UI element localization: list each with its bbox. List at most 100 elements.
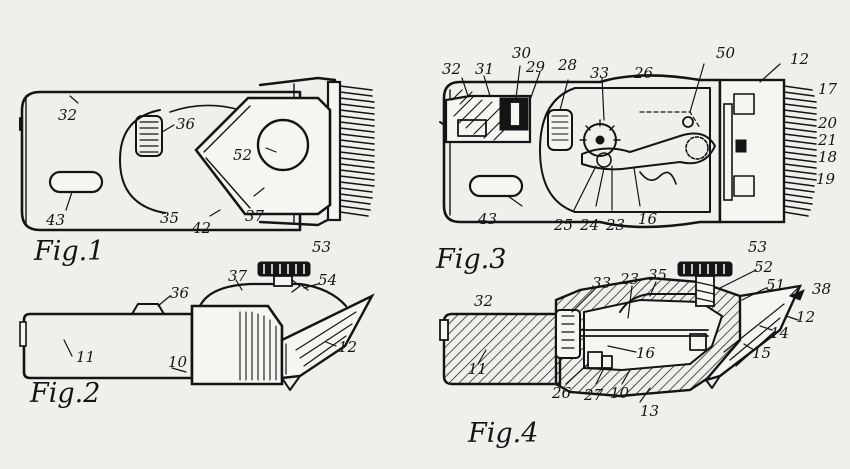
fig4-label-53: 53 — [748, 238, 767, 256]
fig3-label-25: 25 — [553, 216, 573, 234]
fig3-crank-pin — [596, 152, 612, 168]
fig2-label-12: 12 — [338, 338, 357, 356]
fig1-label-52: 52 — [233, 146, 252, 164]
figure-1-top-view: 32 36 52 37 42 35 43 Fig.1 — [19, 76, 375, 267]
fig3-comb-teeth — [783, 85, 817, 217]
fig4-handle-section — [442, 312, 562, 386]
fig2-screw-shank — [273, 275, 293, 287]
fig4-label-33: 33 — [592, 274, 611, 292]
fig2-blade-teeth — [285, 311, 357, 375]
fig4-label-38: 38 — [812, 280, 831, 298]
fig2-label-54: 54 — [318, 271, 337, 289]
fig4-label-52: 52 — [754, 258, 773, 276]
fig1-leader-lines — [65, 95, 277, 217]
fig2-housing-shading — [239, 311, 277, 381]
fig4-label-23: 23 — [619, 270, 639, 288]
fig4-label-51: 51 — [766, 276, 785, 294]
fig2-label-11: 11 — [76, 348, 95, 366]
fig4-label-32: 32 — [474, 292, 493, 310]
fig3-drive-tongue — [735, 139, 747, 153]
fig3-body-outline — [442, 74, 722, 229]
fig2-label-53: 53 — [312, 238, 331, 256]
fig2-blade-tip — [281, 375, 301, 391]
fig3-inner-cavity — [539, 87, 711, 213]
fig4-reference-numerals: 53 52 51 38 12 14 15 32 33 23 35 16 11 2… — [468, 238, 831, 420]
fig2-reference-numerals: 53 36 37 54 12 11 10 — [76, 238, 357, 371]
fig3-leader-lines — [461, 63, 781, 211]
fig1-label-35: 35 — [160, 209, 179, 227]
fig3-head-guide — [723, 103, 733, 201]
figure-4-section-view: 53 52 51 38 12 14 15 32 33 23 35 16 11 2… — [439, 238, 831, 449]
fig3-label-18: 18 — [818, 148, 837, 166]
fig3-cap-pin — [439, 121, 447, 127]
fig4-screw-knurl — [683, 264, 725, 274]
fig3-reference-numerals: 32 31 30 29 28 33 26 50 12 17 20 21 18 1… — [442, 44, 838, 234]
fig4-label-35: 35 — [648, 266, 667, 284]
fig2-thumb-knob — [131, 303, 165, 315]
fig4-label-26: 26 — [551, 384, 572, 402]
fig1-cover-bevel — [203, 105, 251, 209]
fig4-label-11: 11 — [468, 360, 487, 378]
fig2-caption: Fig.2 — [29, 378, 100, 409]
fig3-head-cutout-top — [733, 93, 755, 115]
fig3-label-23: 23 — [605, 216, 625, 234]
fig4-blade-pin — [788, 289, 805, 301]
fig4-screw-threads — [695, 281, 715, 303]
fig3-label-21: 21 — [817, 131, 837, 149]
fig4-label-27: 27 — [583, 386, 604, 404]
fig4-label-16: 16 — [636, 344, 656, 362]
fig3-label-16: 16 — [638, 210, 658, 228]
fig3-label-29: 29 — [525, 58, 546, 76]
fig4-hanger-tab — [439, 319, 449, 341]
fig2-spring — [291, 279, 309, 293]
fig1-reference-numerals: 32 36 52 37 42 35 43 — [45, 106, 265, 237]
fig3-label-32: 32 — [442, 60, 461, 78]
fig4-blade-teeth — [723, 303, 785, 367]
fig3-motor-lines — [551, 115, 569, 141]
fig1-comb-teeth — [339, 85, 375, 217]
fig1-label-37: 37 — [245, 207, 265, 225]
fig3-label-24: 24 — [579, 216, 599, 234]
fig4-motor-lines — [561, 315, 575, 349]
fig3-label-17: 17 — [818, 80, 838, 98]
fig3-label-20: 20 — [817, 114, 838, 132]
fig3-cap-insert — [457, 119, 487, 137]
fig3-label-26: 26 — [633, 64, 654, 82]
fig4-blade-tip — [705, 375, 721, 389]
fig2-screw-knurl — [263, 264, 305, 274]
fig4-label-12: 12 — [796, 308, 815, 326]
fig3-label-43: 43 — [477, 210, 497, 228]
fig3-caption: Fig.3 — [435, 244, 506, 275]
fig2-label-10: 10 — [168, 353, 188, 371]
fig2-label-37: 37 — [228, 267, 248, 285]
fig3-label-31: 31 — [475, 60, 494, 78]
fig3-pivot-circle — [685, 136, 709, 160]
fig4-gear-27 — [601, 355, 613, 369]
fig3-pivot-screw — [682, 116, 694, 128]
fig1-label-42: 42 — [191, 219, 211, 237]
fig3-label-12: 12 — [790, 50, 809, 68]
fig1-boss-contour — [169, 104, 241, 113]
fig1-knob-knurl — [139, 121, 159, 153]
fig4-label-14: 14 — [770, 324, 789, 342]
figure-3-internal-top-view: 32 31 30 29 28 33 26 50 12 17 20 21 18 1… — [435, 44, 838, 275]
fig3-gear-teeth — [579, 119, 621, 141]
fig1-circular-boss — [119, 109, 166, 214]
fig4-leader-lines — [477, 269, 799, 403]
fig2-label-36: 36 — [170, 284, 190, 302]
fig3-head-cutout-bottom — [733, 175, 755, 197]
fig4-block-16 — [689, 333, 707, 351]
fig1-label-32: 32 — [58, 106, 77, 124]
fig3-label-28: 28 — [557, 56, 577, 74]
fig4-label-15: 15 — [752, 344, 771, 362]
fig3-label-19: 19 — [816, 170, 836, 188]
fig3-label-33: 33 — [590, 64, 609, 82]
fig2-thumb-screw-head — [257, 261, 311, 277]
fig1-caption: Fig.1 — [33, 236, 104, 267]
fig1-thumb-knob — [135, 115, 163, 157]
fig1-body-outline — [20, 90, 302, 232]
figure-2-side-view: 53 36 37 54 12 11 10 Fig.2 — [19, 238, 375, 409]
fig3-eccentric-lever — [581, 132, 716, 171]
fig4-cover-plate — [619, 293, 707, 313]
